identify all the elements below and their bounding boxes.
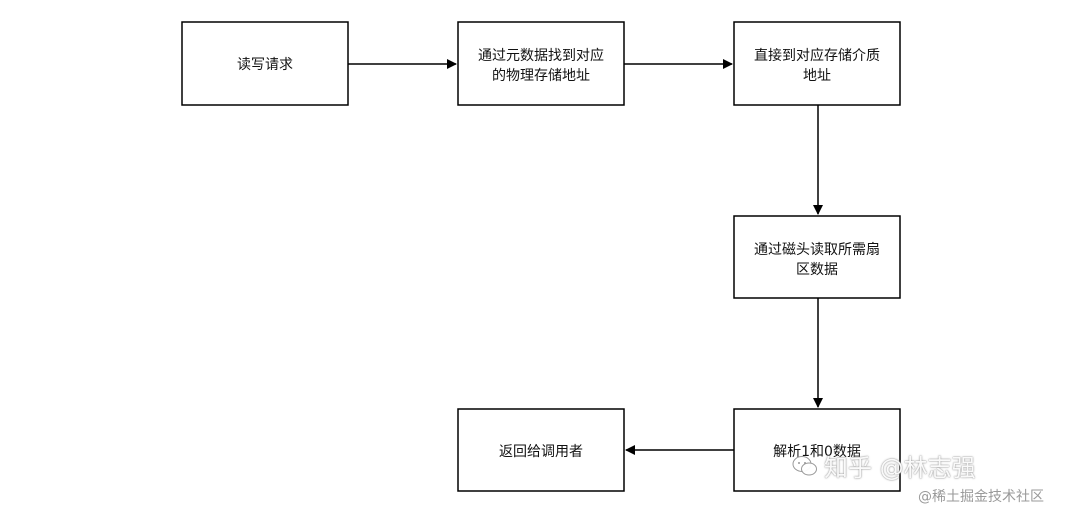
node-label-line: 地址 bbox=[803, 68, 831, 84]
node-label-line: 通过元数据找到对应 bbox=[478, 47, 604, 64]
node-label-line: 通过磁头读取所需扇 bbox=[754, 241, 880, 258]
node-return-to-caller: 返回给调用者 bbox=[457, 408, 625, 492]
node-parse-binary-data: 解析1和0数据 bbox=[733, 408, 901, 492]
watermark-main: 知乎 @林志强 bbox=[792, 448, 976, 483]
node-label-line: 读写请求 bbox=[237, 56, 293, 73]
node-label-line: 的物理存储地址 bbox=[492, 68, 590, 84]
node-find-physical-address: 通过元数据找到对应 的物理存储地址 bbox=[457, 21, 625, 106]
node-label-line: 返回给调用者 bbox=[499, 444, 583, 460]
watermark-sub: @稀土掘金技术社区 bbox=[918, 489, 1044, 505]
watermark-main-text: 知乎 @林志强 bbox=[824, 454, 976, 482]
wechat-icon bbox=[792, 455, 817, 475]
node-label-line: 解析1和0数据 bbox=[773, 444, 861, 460]
node-read-write-request: 读写请求 bbox=[181, 21, 349, 106]
node-label-line: 区数据 bbox=[796, 262, 838, 278]
node-go-to-storage-address: 直接到对应存储介质 地址 bbox=[733, 21, 901, 106]
node-label-line: 直接到对应存储介质 bbox=[754, 47, 880, 64]
node-read-sector-data: 通过磁头读取所需扇 区数据 bbox=[733, 215, 901, 299]
